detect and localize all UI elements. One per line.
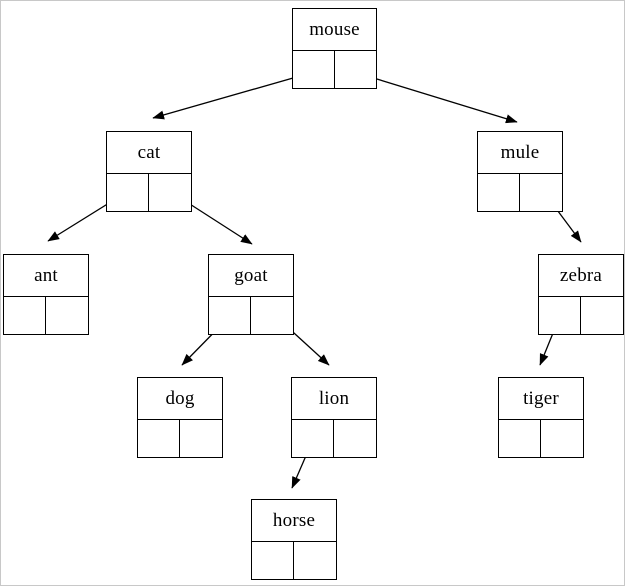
tree-node-dog[interactable]: dog xyxy=(137,377,223,458)
left-pointer-cell[interactable] xyxy=(107,174,149,211)
tree-node-lion[interactable]: lion xyxy=(291,377,377,458)
edge-arrow-mouse-left-cat xyxy=(152,71,315,120)
tree-node-pointer-row xyxy=(138,420,222,457)
right-pointer-cell[interactable] xyxy=(541,420,583,457)
tree-node-label: mule xyxy=(478,132,562,174)
tree-node-pointer-row xyxy=(499,420,583,457)
left-pointer-cell[interactable] xyxy=(292,420,334,457)
tree-node-pointer-row xyxy=(478,174,562,211)
tree-node-pointer-row xyxy=(292,420,376,457)
tree-node-label: horse xyxy=(252,500,336,542)
left-pointer-cell[interactable] xyxy=(539,297,581,334)
right-pointer-cell[interactable] xyxy=(294,542,336,579)
right-pointer-cell[interactable] xyxy=(335,51,377,88)
right-pointer-cell[interactable] xyxy=(581,297,623,334)
tree-node-goat[interactable]: goat xyxy=(208,254,294,335)
tree-node-pointer-row xyxy=(539,297,623,334)
left-pointer-cell[interactable] xyxy=(252,542,294,579)
left-pointer-cell[interactable] xyxy=(138,420,180,457)
left-pointer-cell[interactable] xyxy=(499,420,541,457)
tree-node-label: tiger xyxy=(499,378,583,420)
tree-node-pointer-row xyxy=(293,51,376,88)
left-pointer-cell[interactable] xyxy=(478,174,520,211)
tree-node-mouse[interactable]: mouse xyxy=(292,8,377,89)
tree-node-cat[interactable]: cat xyxy=(106,131,192,212)
tree-node-label: zebra xyxy=(539,255,623,297)
right-pointer-cell[interactable] xyxy=(46,297,88,334)
tree-node-label: lion xyxy=(292,378,376,420)
tree-node-pointer-row xyxy=(252,542,336,579)
tree-node-label: mouse xyxy=(293,9,376,51)
tree-node-ant[interactable]: ant xyxy=(3,254,89,335)
left-pointer-cell[interactable] xyxy=(4,297,46,334)
right-pointer-cell[interactable] xyxy=(180,420,222,457)
tree-node-pointer-row xyxy=(107,174,191,211)
tree-node-pointer-row xyxy=(209,297,293,334)
tree-node-label: goat xyxy=(209,255,293,297)
right-pointer-cell[interactable] xyxy=(334,420,376,457)
right-pointer-cell[interactable] xyxy=(251,297,293,334)
tree-node-label: ant xyxy=(4,255,88,297)
tree-node-label: dog xyxy=(138,378,222,420)
left-pointer-cell[interactable] xyxy=(293,51,335,88)
left-pointer-cell[interactable] xyxy=(209,297,251,334)
tree-node-label: cat xyxy=(107,132,191,174)
tree-node-zebra[interactable]: zebra xyxy=(538,254,624,335)
edge-arrow-mouse-right-mule xyxy=(353,71,518,124)
tree-node-pointer-row xyxy=(4,297,88,334)
tree-node-mule[interactable]: mule xyxy=(477,131,563,212)
tree-node-horse[interactable]: horse xyxy=(251,499,337,580)
right-pointer-cell[interactable] xyxy=(149,174,191,211)
right-pointer-cell[interactable] xyxy=(520,174,562,211)
tree-node-tiger[interactable]: tiger xyxy=(498,377,584,458)
